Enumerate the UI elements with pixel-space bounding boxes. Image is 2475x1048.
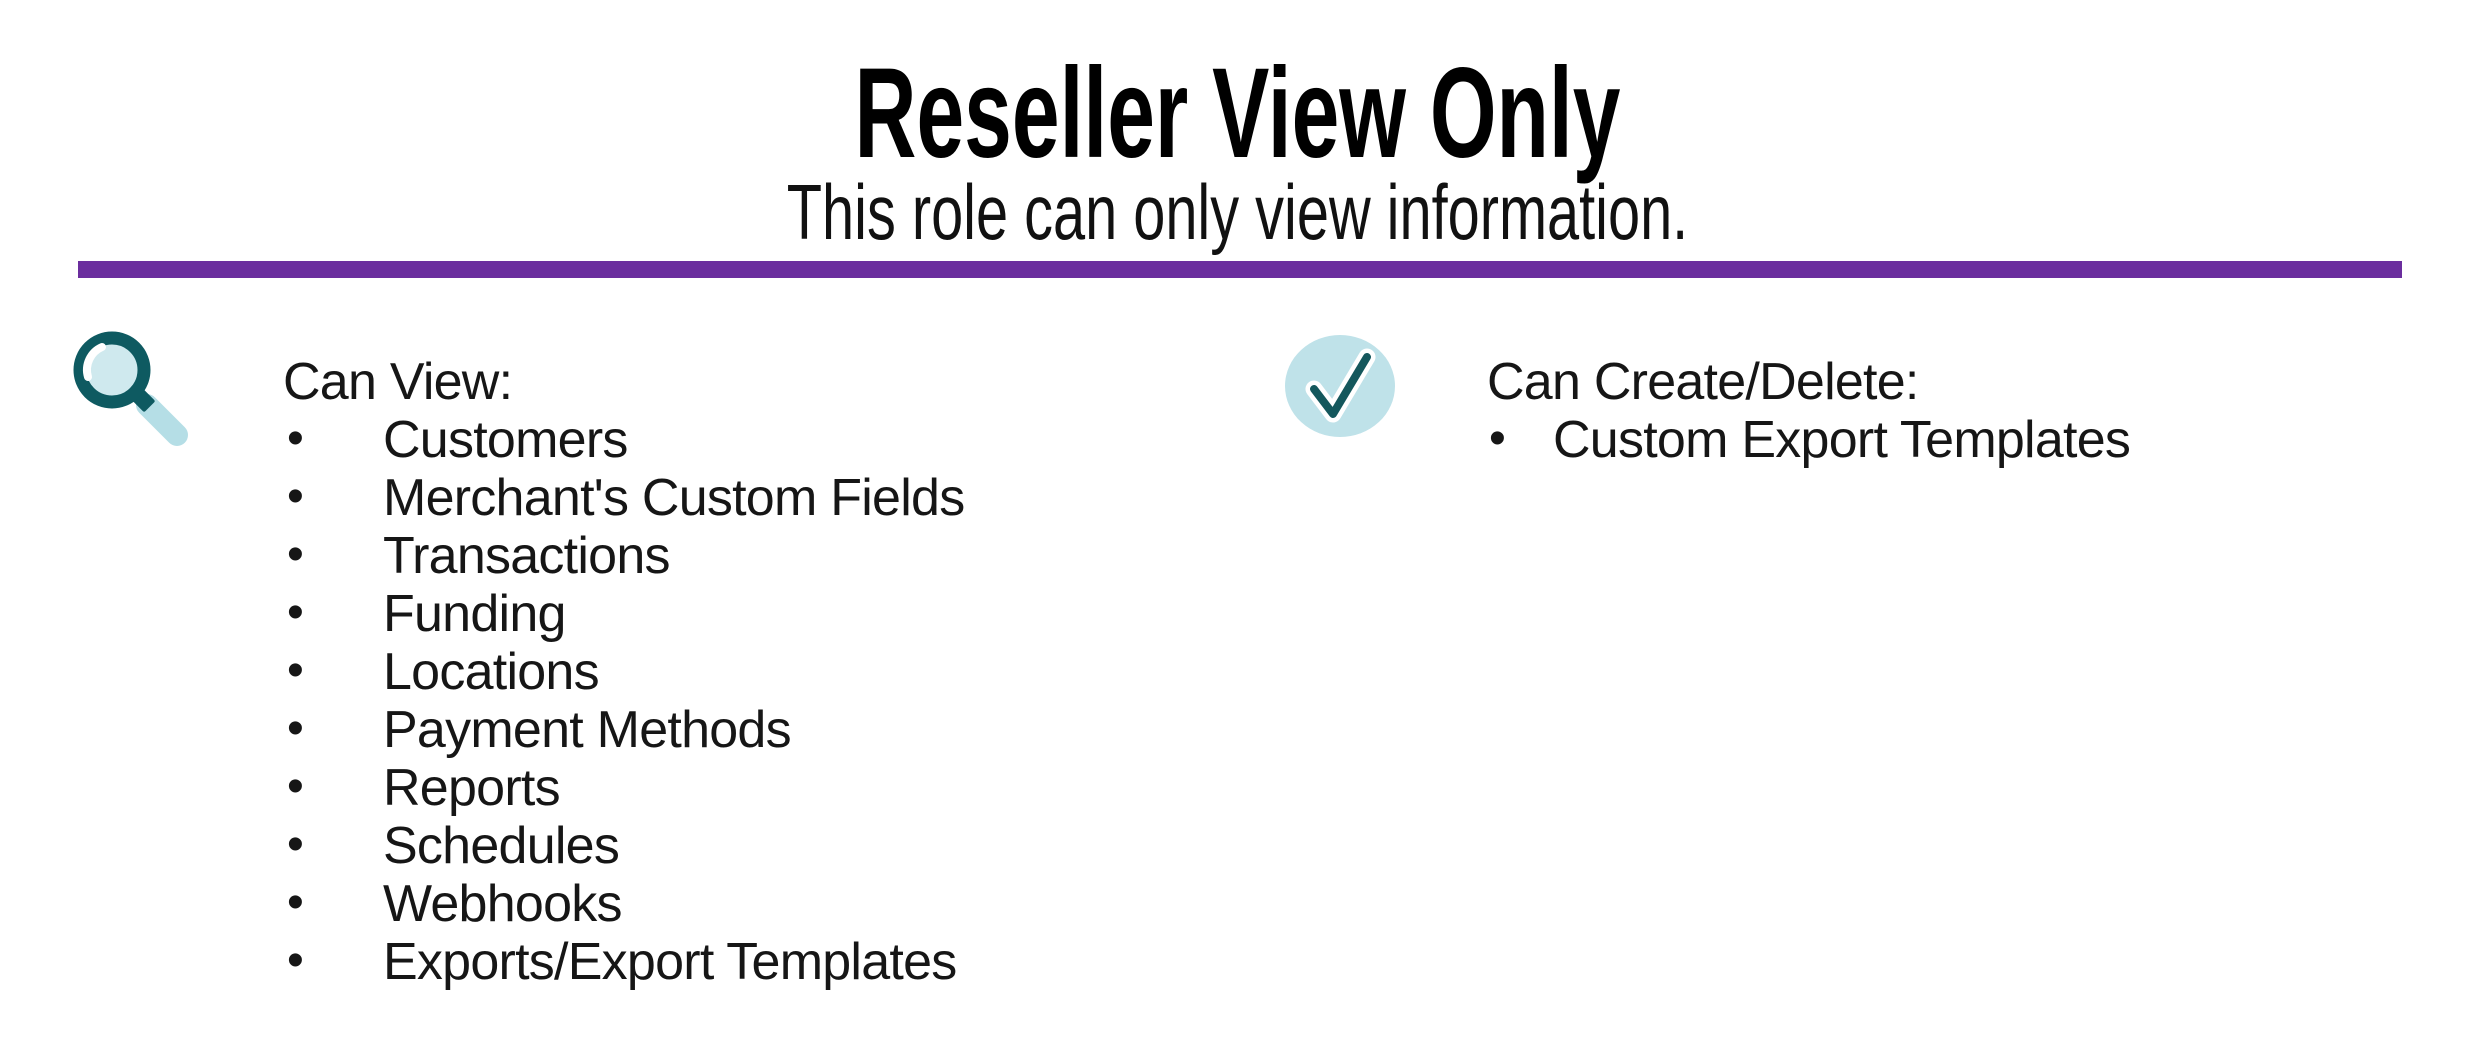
can-create-delete-list: Custom Export Templates <box>1487 410 2131 469</box>
can-view-heading: Can View: <box>283 353 513 411</box>
list-item: Customers <box>283 410 964 469</box>
list-item: Schedules <box>283 816 964 875</box>
list-item: Funding <box>283 584 964 643</box>
list-item: Transactions <box>283 526 964 585</box>
divider-rule <box>78 261 2402 278</box>
can-view-section: Can View: CustomersMerchant's Custom Fie… <box>283 353 965 991</box>
list-item: Custom Export Templates <box>1487 410 2131 469</box>
can-create-delete-section: Can Create/Delete: Custom Export Templat… <box>1487 353 2131 469</box>
list-item: Webhooks <box>283 874 964 933</box>
list-item: Reports <box>283 758 964 817</box>
list-item: Exports/Export Templates <box>283 932 964 991</box>
list-item: Locations <box>283 642 964 701</box>
page-title: Reseller View Only <box>854 42 1621 185</box>
checkmark-icon <box>1284 334 1396 440</box>
list-item: Merchant's Custom Fields <box>283 468 965 527</box>
page-subtitle: This role can only view information. <box>786 168 1689 256</box>
magnifier-icon <box>73 331 195 453</box>
list-item: Payment Methods <box>283 700 964 759</box>
can-view-list: CustomersMerchant's Custom FieldsTransac… <box>283 410 965 991</box>
can-create-delete-heading: Can Create/Delete: <box>1487 353 1919 411</box>
